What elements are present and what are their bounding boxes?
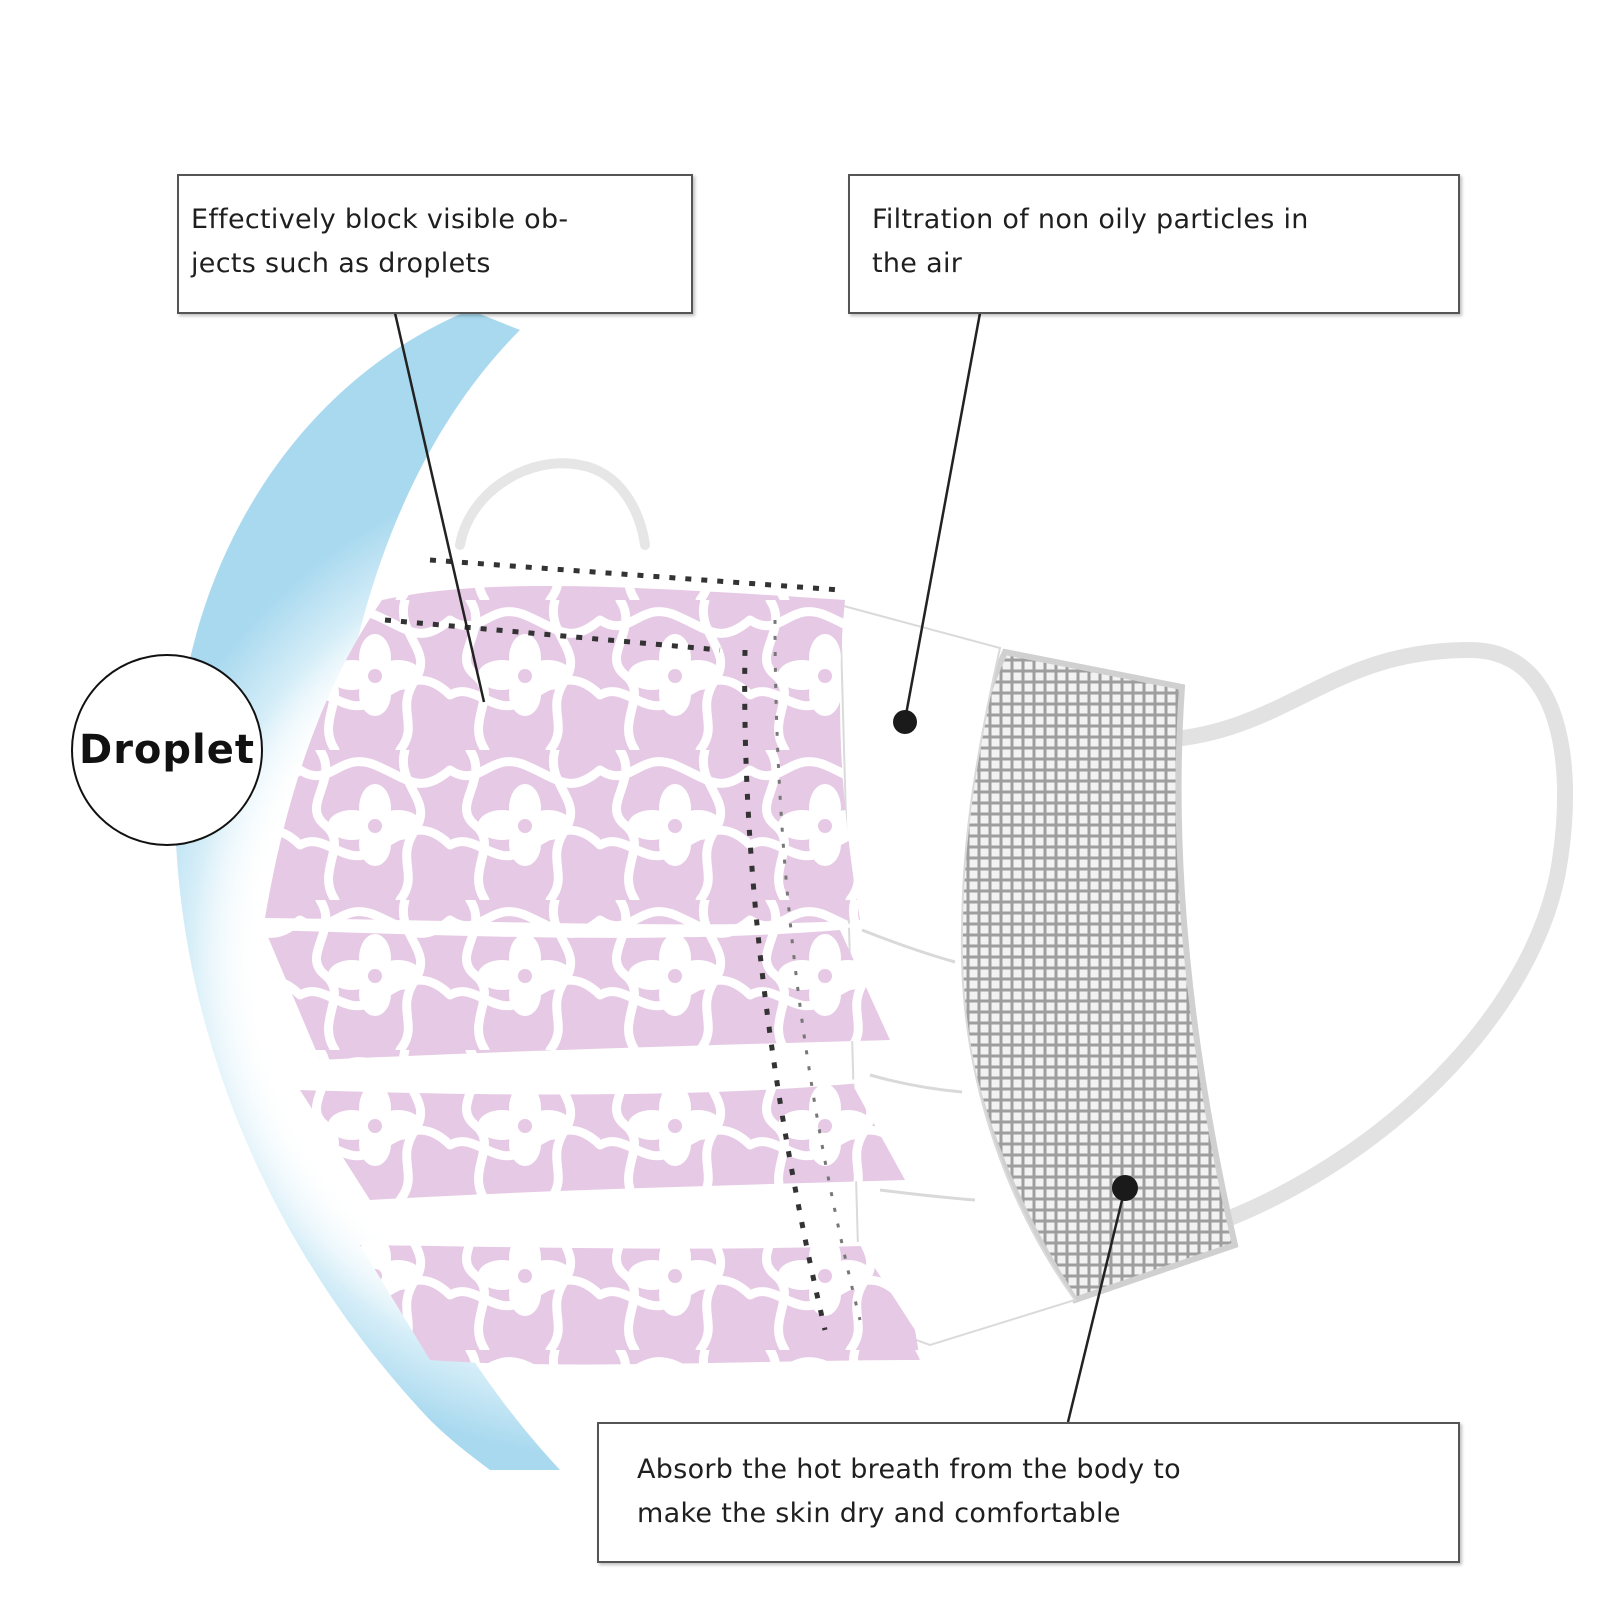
side-edge-stitching [742, 649, 828, 1331]
leader-line-2 [903, 312, 982, 721]
callout-inner-line-2: make the skin dry and comfortable [637, 1498, 1121, 1529]
callout-middle-layer: Filtration of non oily particles in the … [848, 174, 1460, 314]
middle-layer-pleat-3 [879, 1188, 976, 1202]
leader-line-1 [393, 312, 486, 703]
side-edge-stitching-2 [773, 619, 862, 1321]
outer-pleat-1 [265, 930, 890, 1060]
callout-inner-line-1: Absorb the hot breath from the body to [637, 1454, 1181, 1485]
pleat-fold-line-2 [299, 1078, 871, 1095]
outer-lace-layer [265, 586, 860, 925]
pleat-fold-line-3 [359, 1241, 886, 1249]
right-ear-loop [1157, 641, 1574, 1228]
top-ear-loop [455, 458, 650, 550]
top-edge-stitching [429, 557, 841, 593]
leader-dot-inner [1112, 1175, 1138, 1201]
middle-layer-pleat-2 [869, 1073, 963, 1094]
callout-inner-layer: Absorb the hot breath from the body to m… [597, 1422, 1460, 1563]
callout-middle-line-1: Filtration of non oily particles in [872, 204, 1309, 235]
droplet-label: Droplet [78, 727, 255, 773]
face-glow [174, 310, 560, 1470]
droplet-badge: Droplet [71, 654, 263, 846]
outer-pleat-2 [300, 1080, 905, 1200]
pleat-fold-line-1 [264, 923, 861, 935]
middle-layer-pleat-1 [861, 928, 956, 964]
callout-outer-layer: Effectively block visible ob- jects such… [177, 174, 693, 314]
callout-outer-line-1: Effectively block visible ob- [191, 204, 569, 235]
leader-dot-middle [893, 710, 917, 734]
leader-line-3 [1066, 1187, 1127, 1423]
middle-filter-layer [838, 603, 1077, 1347]
outer-pleat-3 [360, 1245, 920, 1365]
callout-outer-line-2: jects such as droplets [191, 248, 491, 279]
callout-middle-line-2: the air [872, 248, 963, 279]
